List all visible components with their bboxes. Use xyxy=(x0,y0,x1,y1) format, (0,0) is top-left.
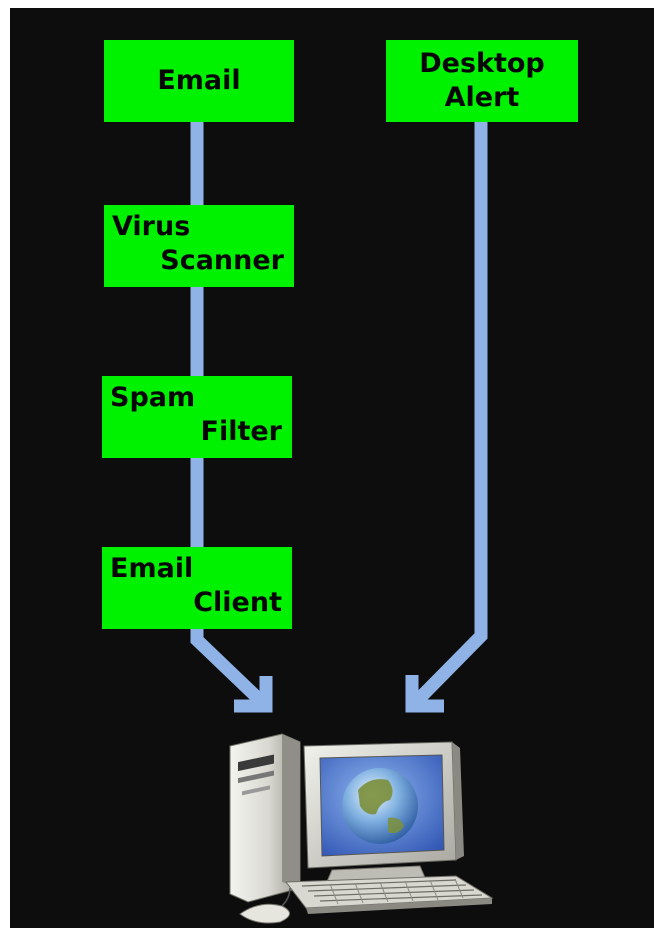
email-client-node: Email Client xyxy=(102,547,292,629)
email-client-line-2: Client xyxy=(193,587,282,618)
keyboard xyxy=(285,875,494,914)
virus-scanner-line-1: Virus xyxy=(112,211,191,242)
mouse xyxy=(239,887,291,924)
edge-email-client-to-computer xyxy=(190,627,271,711)
monitor xyxy=(303,741,464,885)
desktop-alert-line-1: Desktop xyxy=(419,48,545,79)
desktop-alert-line-2: Alert xyxy=(444,82,520,113)
edge-desktop-alert-to-computer xyxy=(407,120,488,711)
spam-filter-line-2: Filter xyxy=(200,416,283,447)
email-node-label: Email xyxy=(157,65,241,96)
arrowhead-desktop-alert xyxy=(405,675,444,713)
tower-case xyxy=(229,733,301,903)
spam-filter-line-1: Spam xyxy=(110,382,196,413)
desktop-alert-node: Desktop Alert xyxy=(386,40,578,122)
desktop-computer-icon xyxy=(229,733,494,924)
virus-scanner-line-2: Scanner xyxy=(160,245,284,276)
virus-scanner-node: Virus Scanner xyxy=(104,205,294,287)
spam-filter-node: Spam Filter xyxy=(102,376,292,458)
email-client-line-1: Email xyxy=(110,553,194,584)
arrowhead-email-client xyxy=(234,676,273,713)
email-node: Email xyxy=(104,40,294,122)
